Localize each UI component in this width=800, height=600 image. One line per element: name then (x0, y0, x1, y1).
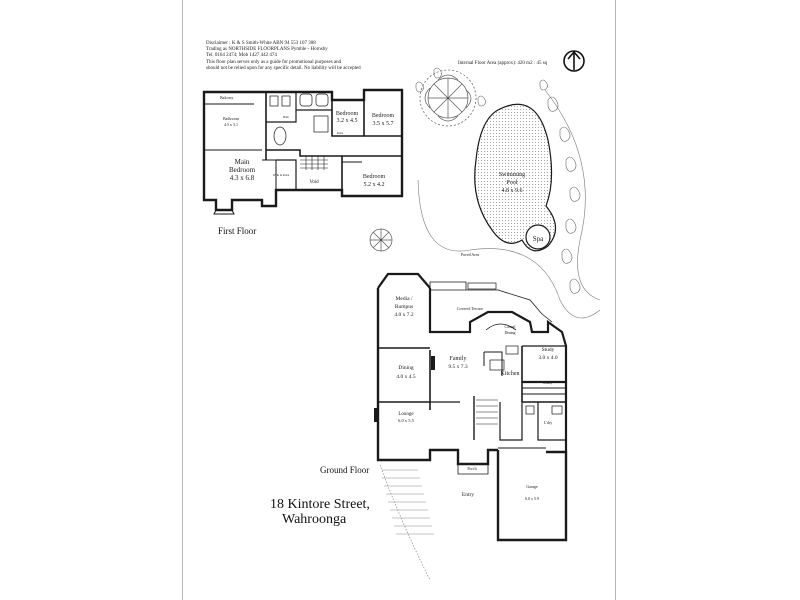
pool-label: Pool (506, 180, 517, 186)
address-street: 18 Kintore Street, (270, 497, 370, 512)
ground-floor-label: Ground Floor (320, 465, 370, 475)
room-dims-bedroom: 3.2 x 4.5 (337, 118, 358, 124)
room-dims-study: 3.0 x 4.0 (538, 355, 558, 361)
room-label-porch: Porch (467, 466, 476, 471)
room-label-lounge: Lounge (398, 412, 414, 417)
room-dims-lounge: 6.0 x 5.5 (398, 418, 415, 423)
room-label-media: Rumpus (395, 304, 413, 310)
room-label-bath: Bath (283, 115, 289, 119)
paved-area-label: Paved Area (461, 252, 480, 257)
internal-area-note: Internal Floor Area (approx): 420 m2 : 4… (458, 61, 548, 66)
room-dims-bedroom: 5.2 x 4.2 (364, 182, 385, 188)
garden-boundary (379, 89, 601, 581)
room-label-media: Media / (396, 296, 413, 302)
north-arrow-icon (563, 50, 585, 72)
room-label-casual-dining: Casual (505, 324, 517, 329)
room-label-covered-terrace: Covered Terrace (457, 306, 484, 311)
room-dims-media: 4.0 x 7.2 (394, 312, 414, 318)
room-label-bedroom: Bedroom (363, 174, 386, 180)
room-label-bathroom: Bathroom (223, 116, 240, 121)
room-label-bedroom: Bedroom (336, 111, 359, 117)
room-dims-bathroom: 4.5 x 3.1 (224, 122, 238, 127)
disclaimer-line: should not be relied upon for any specif… (206, 65, 361, 71)
pool-dims: 4.8 x 9.6 (502, 188, 523, 194)
room-label-family: Family (449, 356, 466, 362)
room-label-study: Study (542, 347, 555, 353)
room-dims-family: 9.5 x 7.3 (448, 364, 468, 370)
room-dims-dining: 4.0 x 4.5 (396, 374, 416, 380)
room-label-pantry: Pantry (543, 381, 552, 385)
room-label-void: Void (309, 180, 319, 185)
room-dims-bedroom: 3.5 x 5.7 (373, 121, 394, 127)
tree-icon (369, 228, 393, 252)
room-label-main-bedroom: Main (235, 158, 250, 166)
room-dims-garage: 6.0 x 5.9 (525, 496, 539, 501)
room-label-main-bedroom: Bedroom (229, 166, 256, 174)
room-label-dining: Dining (398, 365, 414, 371)
room-dims-main-bedroom: 4.3 x 6.8 (230, 174, 255, 182)
disclaimer-line: Tel. 0164 2474; Mob 1427 442 474 (206, 53, 277, 59)
disclaimer-line: Disclaimer : K & S Smith-White ABN 94 55… (206, 41, 316, 46)
spa-label: Spa (533, 235, 544, 243)
room-label-wir: Walk in Robe (273, 173, 290, 177)
first-floor-plan (202, 88, 404, 215)
floor-plan-sheet (182, 0, 616, 600)
ground-hatching (382, 469, 434, 535)
room-label-laundry: L'dry (544, 420, 553, 425)
address-suburb: Wahroonga (282, 512, 347, 527)
shrub-icon (415, 67, 581, 294)
room-label-casual-dining: Dining (504, 330, 515, 335)
ground-floor-plan (374, 272, 568, 542)
room-label-bedroom: Bedroom (372, 113, 395, 119)
swimming-pool (474, 103, 557, 252)
property-address: 18 Kintore Street, Wahroonga (270, 497, 370, 527)
room-label-kitchen: Kitchen (501, 371, 520, 377)
room-label-balcony: Balcony (220, 95, 233, 100)
room-label-garage: Garage (526, 484, 538, 489)
disclaimer-line: Trading as NORTHSIDE FLOORPLANS Pymble -… (206, 47, 328, 53)
disclaimer-line: This floor plan serves only as a guide f… (206, 59, 342, 65)
room-label-entry: Entry (462, 492, 474, 498)
tree-icon (419, 69, 477, 127)
room-label-robe: Robe (337, 131, 344, 135)
disclaimer-block: Disclaimer : K & S Smith-White ABN 94 55… (206, 41, 456, 72)
spa (525, 224, 551, 250)
first-floor-label: First Floor (218, 226, 257, 236)
pool-label: Swimming (499, 172, 525, 178)
